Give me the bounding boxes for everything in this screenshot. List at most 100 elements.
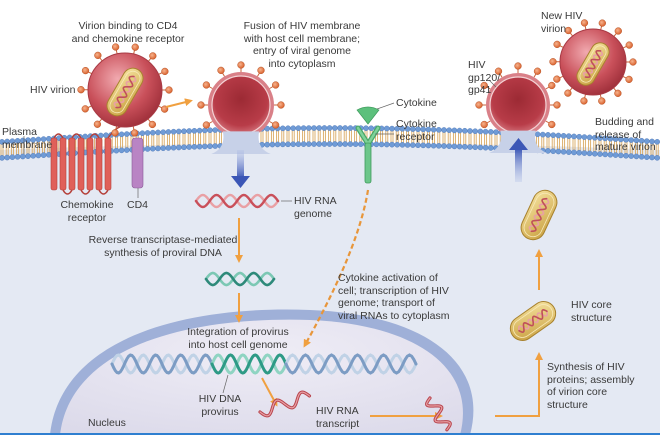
hiv-rna-transcript [258,390,312,418]
lipid-head [493,129,499,135]
gp120-spike [553,40,561,49]
lipid-head [649,154,655,161]
hiv-virion [77,43,173,137]
lipid-head [300,125,307,131]
bottom-border [0,433,660,435]
gp120-spike [598,97,606,105]
lipid-head [118,131,125,138]
lipid-head [295,141,302,147]
lipid-head [441,143,447,149]
lipid-head [285,125,291,132]
lipid-head [212,127,218,133]
lipid-head [337,141,343,147]
lipid-head [170,144,177,151]
lipid-head [352,141,359,147]
label-hiv-rna-genome: HIV RNA genome [294,195,337,220]
lipid-head [560,132,567,139]
entry-arrow [231,150,250,188]
lipid-head [654,155,660,161]
gp120-spike [580,97,588,105]
gp120-spike [564,89,572,97]
gp120-spike [81,105,89,113]
lipid-head [186,144,192,150]
lipid-head [357,141,364,147]
label-hiv-virion: HIV virion [30,84,76,96]
lipid-head [638,153,645,160]
lipid-head [124,147,130,153]
lipid-head [482,128,489,135]
lipid-head [383,125,390,132]
lipid-head [566,149,572,155]
gp120-spike [598,19,606,27]
gp120-spike [131,43,139,51]
lipid-head [540,131,546,138]
lipid-head [420,142,427,149]
lipid-head [191,128,198,134]
lipid-head [347,125,354,131]
label-hiv-rna-transcript: HIV RNA transcript [316,405,360,430]
lipid-head [279,125,286,132]
lipid-head [456,143,463,150]
gp120-spike [549,58,557,66]
lipid-head [456,127,463,134]
gp120-spike [94,51,102,60]
lipid-head [175,128,182,135]
lipid-head [586,134,593,141]
lipid-head [331,125,338,131]
label-cd4: CD4 [127,199,149,211]
lipid-head [35,152,42,159]
gp120-spike [614,89,622,97]
gp120-spike [202,81,211,89]
lipid-head [181,144,187,151]
lipid-head [305,125,312,131]
label-cytokine-activation: Cytokine activation of cell; transcripti… [338,272,450,322]
host-cell-genome [110,353,418,375]
gp120-spike [514,62,522,70]
lipid-head [264,141,271,148]
lipid-head [14,154,21,160]
lipid-head [160,129,166,135]
lipid-head [196,143,203,150]
lipid-head [430,142,437,149]
gp120-spike [548,120,556,129]
lipid-head [534,131,541,138]
label-virion-binding: Virion binding to CD4 and chemokine rece… [71,20,185,45]
lipid-head [389,141,395,148]
lipid-head [46,151,52,158]
lipid-head [477,128,484,135]
receptor-helix [68,137,76,191]
lipid-head [326,141,333,147]
arrow-binding-to-fusion [165,98,193,108]
fusion-bud [197,61,285,154]
lipid-head [451,127,458,134]
lipid-head [181,128,187,135]
lipid-head [378,141,385,148]
lipid-head [155,129,161,136]
gp120-spike [93,120,102,128]
lipid-head [399,142,406,148]
lipid-head [155,145,161,152]
lipid-head [487,145,494,151]
gp120-spike [77,86,85,94]
lipid-head [581,134,588,140]
gp120-spike [131,129,139,137]
lipid-head [321,125,328,131]
label-budding: Budding and release of mature virion [595,116,656,153]
lipid-head [279,141,286,148]
gp120-spike [81,66,90,75]
label-fusion: Fusion of HIV membrane with host cell me… [243,20,361,70]
gp120-spike [580,19,589,27]
lipid-head [586,150,593,157]
lipid-head [472,144,479,151]
gp120-spike [564,26,572,35]
gp120-spike [548,81,556,90]
lipid-head [623,152,629,159]
lipid-head [373,141,380,148]
lipid-head [118,147,125,154]
gp120-spike [614,27,622,35]
gp120-spike [165,86,173,94]
gp120-spike [625,75,633,84]
gp120-spike [625,41,633,49]
gp120-spike [271,121,280,129]
